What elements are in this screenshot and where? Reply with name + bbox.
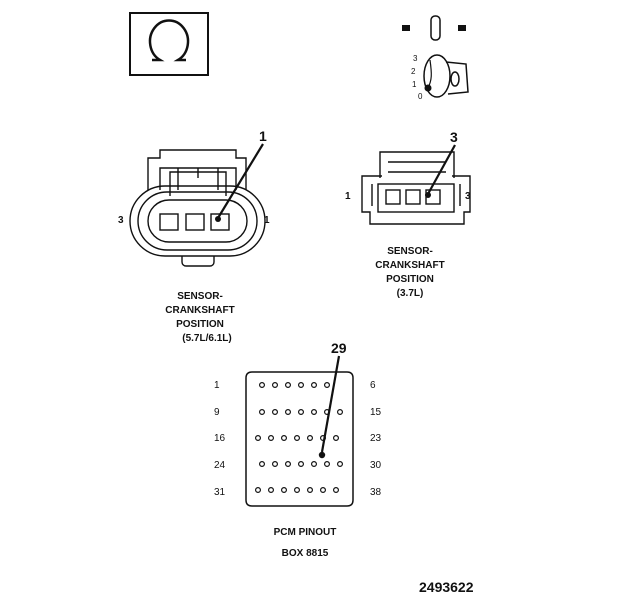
caption-line: SENSOR- [177,291,223,302]
caption-line: CRANKSHAFT [375,260,445,271]
pcm-pin [281,435,288,442]
pcm-pin [311,461,318,468]
ohm-icon [129,12,209,76]
pcm-row-label-right: 30 [370,460,382,471]
ignition-position-0: 0 [418,92,423,101]
connector-left-callout: 1 [259,128,267,144]
pcm-pin [294,435,301,442]
connector-right-drawing [361,144,471,225]
pcm-row-label-left: 1 [214,380,220,391]
pcm-pin [255,487,262,494]
pcm-pin [320,487,327,494]
pcm-row-label-left: 16 [214,433,226,444]
pcm-pin [307,435,314,442]
connector-right-callout: 3 [450,129,458,145]
pcm-row-label-right: 6 [370,380,376,391]
connector-right-pin-1: 1 [345,191,351,202]
connector-right-pin-3: 3 [465,191,471,202]
caption-line: POSITION [176,319,224,330]
connector-right-caption: SENSOR- CRANKSHAFT POSITION (3.7L) [350,245,470,301]
pcm-pin [337,409,344,416]
pcm-pin [285,461,292,468]
pcm-row-label-left: 24 [214,460,226,471]
pcm-pin [259,461,266,468]
pcm-pin [268,487,275,494]
caption-line: CRANKSHAFT [165,305,235,316]
connector-left-pointer [215,216,221,222]
pcm-pointer-line [320,355,341,453]
pcm-pin [272,461,279,468]
pcm-pin [281,487,288,494]
pcm-pin [285,382,292,389]
pcm-pin [324,382,331,389]
pcm-pin [294,487,301,494]
connector-left-drawing [129,143,266,267]
pcm-pin [307,487,314,494]
pcm-row-label-right: 23 [370,433,382,444]
pcm-pin [333,435,340,442]
pcm-pin [268,435,275,442]
caption-line: BOX 8815 [281,548,329,559]
connector-left-pin-3: 3 [118,215,124,226]
pcm-row-label-left: 31 [214,487,226,498]
pcm-pin [255,435,262,442]
pcm-row-label-right: 38 [370,487,382,498]
pcm-row-label-left: 9 [214,407,220,418]
caption-line: POSITION [386,274,434,285]
pcm-pin [272,409,279,416]
pcm-pin-highlight [318,451,326,459]
ignition-position-3: 3 [413,54,418,63]
pcm-pin [324,461,331,468]
pcm-pin [259,409,266,416]
caption-line: PCM PINOUT [273,527,337,538]
figure-id: 2493622 [419,579,474,595]
ignition-key-icon [402,15,469,98]
pcm-pin [337,461,344,468]
pcm-pin [333,487,340,494]
pcm-pin [285,409,292,416]
pcm-pin [298,461,305,468]
caption-line: (5.7L/6.1L) [182,333,232,344]
pcm-pin [311,382,318,389]
ignition-position-2: 2 [411,67,416,76]
pcm-row-label-right: 15 [370,407,382,418]
caption-line: SENSOR- [387,246,433,257]
pcm-pin [272,382,279,389]
pcm-pin-grid [255,382,344,494]
ignition-position-1: 1 [412,80,417,89]
pcm-pin [259,382,266,389]
caption-line: (3.7L) [396,288,424,299]
pcm-pin [311,409,318,416]
pcm-pin [298,382,305,389]
pcm-pin [298,409,305,416]
connector-left-caption: SENSOR- CRANKSHAFT POSITION (5.7L/6.1L) [140,290,260,346]
pcm-callout: 29 [331,340,347,356]
connector-right-pointer [425,192,431,198]
pcm-caption: PCM PINOUT BOX 8815 [250,522,360,564]
connector-left-pin-1: 1 [264,215,270,226]
pcm-box-drawing [245,371,354,507]
